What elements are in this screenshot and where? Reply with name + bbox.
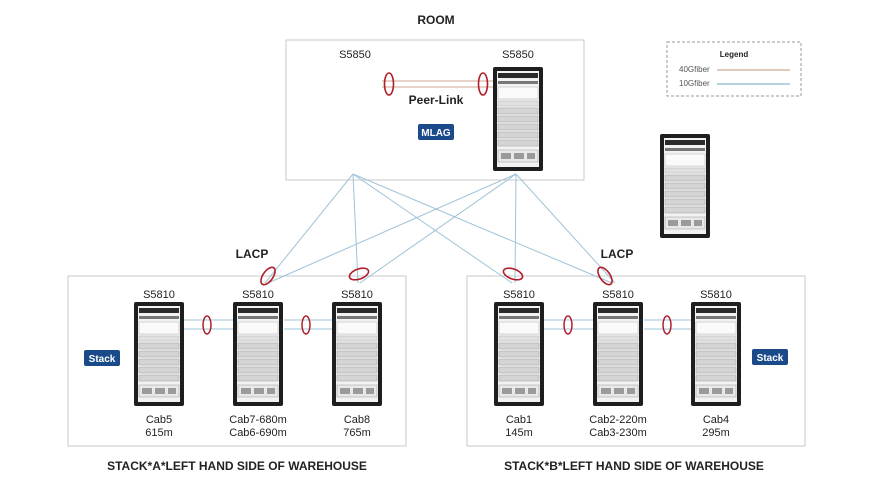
stack-b-cab-2-rack	[592, 301, 644, 407]
core-switch-rack-left	[659, 133, 711, 239]
stack-a-badge-label: Stack	[89, 354, 116, 365]
room-left-switch-label: S5850	[339, 49, 371, 61]
stack-b-badge-label: Stack	[757, 353, 784, 364]
legend-item-10g-label: 10Gfiber	[679, 79, 710, 88]
stack-b-badge	[752, 349, 788, 365]
stack-a-cab-2-rack	[232, 301, 284, 407]
stack-b-lacp-label: LACP	[601, 247, 634, 261]
stack-b-cab-3-model: S5810	[700, 289, 732, 301]
peer-link-label: Peer-Link	[409, 93, 464, 107]
stack-b-cab-1-name: Cab1	[506, 414, 532, 426]
peer-link-ring-left	[383, 72, 395, 96]
stack-b-cab-1-rack	[493, 301, 545, 407]
stack-b-cab-2-model: S5810	[602, 289, 634, 301]
stack-b-ring-1	[563, 315, 573, 335]
core-switch-rack-right	[492, 66, 544, 172]
stack-a-cab-2-distance: Cab6-690m	[229, 427, 286, 439]
stack-a-cab-1-model: S5810	[143, 289, 175, 301]
mlag-badge	[418, 124, 454, 140]
stack-a-lacp-ring-left	[260, 266, 276, 286]
stack-a-cab-1-distance: 615m	[145, 427, 173, 439]
stack-a-lacp-ring-right	[348, 267, 370, 281]
stack-b-cab-3-name: Cab4	[703, 414, 729, 426]
peer-link-ring-right	[477, 72, 489, 96]
stack-a-cab-3-name: Cab8	[344, 414, 370, 426]
stack-a-badge	[84, 350, 120, 366]
stack-b-cab-1-distance: 145m	[505, 427, 533, 439]
stack-b-cab-1-model: S5810	[503, 289, 535, 301]
stack-a-cab-1-rack	[133, 301, 185, 407]
stack-a-lacp-label: LACP	[236, 247, 269, 261]
peer-link-cables	[382, 80, 494, 88]
mlag-badge-label: MLAG	[421, 128, 451, 139]
stack-a-ring-1	[202, 315, 212, 335]
stack-b-lacp-ring-left	[502, 267, 524, 281]
stack-b-cab-3-rack	[690, 301, 742, 407]
stack-b-lacp-ring-right	[597, 266, 613, 286]
legend: Legend 40Gfiber 10Gfiber	[666, 41, 802, 97]
stack-a-title: STACK*A*LEFT HAND SIDE OF WAREHOUSE	[107, 459, 367, 473]
stack-b-title: STACK*B*LEFT HAND SIDE OF WAREHOUSE	[504, 459, 764, 473]
room-title: ROOM	[417, 13, 454, 27]
stack-a-cab-1-name: Cab5	[146, 414, 172, 426]
stack-a-cab-2-model: S5810	[242, 289, 274, 301]
stack-b-cab-3-distance: 295m	[702, 427, 730, 439]
stack-interconnects	[184, 319, 692, 330]
stack-b-cab-2-distance: Cab3-230m	[589, 427, 646, 439]
stack-b-ring-2	[662, 315, 672, 335]
stack-a-cab-3-distance: 765m	[343, 427, 371, 439]
stack-b-cab-2-name: Cab2-220m	[589, 414, 646, 426]
legend-title: Legend	[720, 50, 749, 59]
stack-a-cab-3-rack	[331, 301, 383, 407]
stack-a-cab-2-name: Cab7-680m	[229, 414, 286, 426]
uplinks-10g	[264, 173, 616, 284]
stack-a-ring-2	[301, 315, 311, 335]
stack-a-cab-3-model: S5810	[341, 289, 373, 301]
room-right-switch-label: S5850	[502, 49, 534, 61]
legend-item-40g-label: 40Gfiber	[679, 65, 710, 74]
